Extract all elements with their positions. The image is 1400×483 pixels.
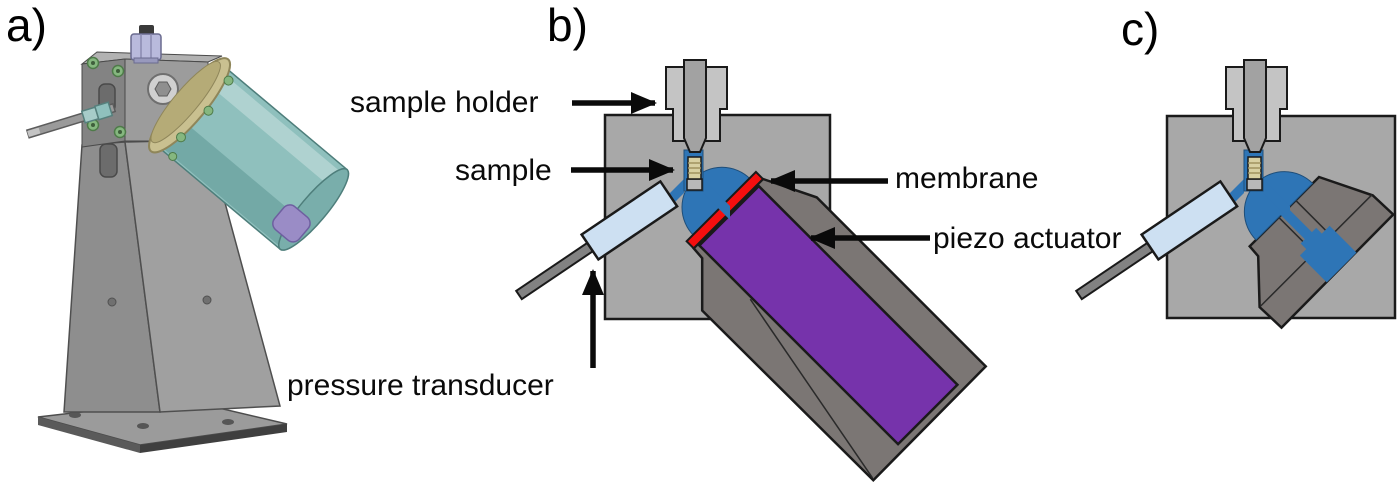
cad-motor-cylinder [148,57,350,251]
piezo-actuator-label: piezo actuator [933,222,1122,255]
pressure-transducer-label: pressure transducer [287,369,554,402]
schematic-c [1074,59,1397,330]
cad-top-nut [130,25,162,64]
fluid-piston-c [1279,206,1357,283]
sample-holder-b [665,59,728,153]
pressure-transducer-b [579,179,679,262]
sample-label: sample [455,154,552,187]
sample-holder-c [1225,59,1288,153]
sample-plug-c [1246,178,1263,191]
cad-purple-connector [272,204,311,243]
pressure-transducer-c [1139,179,1239,262]
schematic-b [514,59,988,482]
panel-label-c: c) [1121,3,1160,55]
piezo-housing-b [692,177,988,482]
sample-c [1247,156,1262,180]
cad-render-apparatus [25,25,350,453]
membrane-label: membrane [895,162,1039,195]
sample-holder-label: sample holder [350,86,539,119]
panel-label-b: b) [547,0,588,51]
annotation-arrows [571,92,930,368]
panel-label-a: a) [6,0,47,51]
sample-plug-b [686,178,703,191]
sample-b [687,156,702,180]
cad-probe-rod [25,101,117,139]
